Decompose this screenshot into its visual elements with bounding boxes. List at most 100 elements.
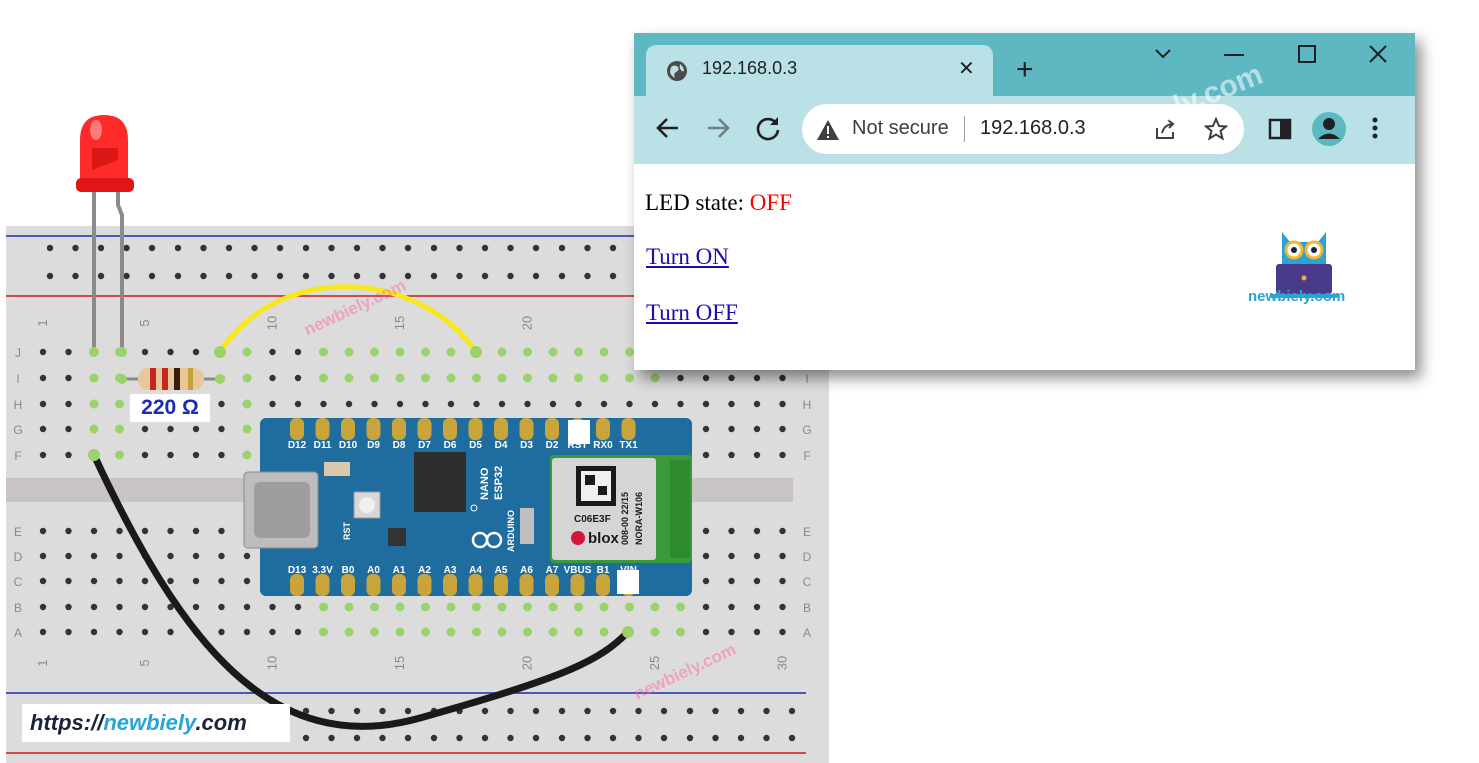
breadboard-hole (141, 425, 149, 433)
rail-hole (302, 272, 310, 280)
rail-hole (123, 272, 130, 280)
row-letter: C (14, 575, 23, 589)
rail-hole (251, 244, 258, 252)
breadboard-hole (574, 627, 583, 637)
breadboard-hole (39, 451, 47, 459)
breadboard-hole (242, 347, 252, 357)
breadboard-hole (167, 552, 174, 560)
profile-avatar-icon[interactable] (1312, 112, 1346, 146)
breadboard-hole (625, 602, 634, 612)
pin-label: D13 (288, 565, 307, 576)
rail-hole (328, 272, 335, 280)
header-pad (443, 418, 457, 440)
pin-label: 3.3V (312, 565, 333, 576)
breadboard-hole (90, 527, 98, 535)
rail-hole (353, 734, 361, 742)
row-letter: I (805, 372, 808, 386)
rail-hole (737, 707, 745, 715)
breadboard-hole (65, 527, 72, 535)
minimize-icon[interactable] (1224, 53, 1244, 57)
breadboard-hole (39, 400, 47, 408)
pin-label: RST (568, 440, 588, 451)
rail-hole (763, 734, 770, 742)
header-pad (545, 418, 559, 440)
warning-icon[interactable] (816, 119, 840, 141)
breadboard-hole (344, 347, 354, 357)
rail-hole (353, 244, 361, 252)
breadboard-hole (39, 577, 47, 585)
breadboard-hole (90, 552, 98, 560)
header-pad (392, 574, 406, 596)
breadboard-hole (89, 399, 99, 409)
rail-hole (430, 734, 438, 742)
kebab-menu-icon[interactable] (1371, 116, 1379, 140)
breadboard-hole (90, 603, 98, 611)
pin-label: D6 (444, 440, 457, 451)
rail-hole (532, 734, 540, 742)
row-letter: A (803, 626, 811, 640)
rail-hole (763, 707, 770, 715)
forward-arrow-icon[interactable] (704, 114, 732, 142)
pin-label: A6 (520, 565, 533, 576)
led-leg-dot (89, 347, 99, 357)
maximize-icon[interactable] (1298, 45, 1316, 63)
share-icon[interactable] (1154, 118, 1178, 140)
breadboard-hole (242, 450, 252, 460)
tab-title: 192.168.0.3 (702, 58, 798, 78)
tab-close-icon[interactable]: ✕ (958, 58, 975, 80)
wire-end-dot (470, 346, 482, 358)
row-letter: A (14, 626, 22, 640)
board-silkscreen-text: NANO (479, 467, 491, 500)
rail-hole (328, 244, 335, 252)
header-pad (341, 418, 355, 440)
breadboard-hole (319, 602, 328, 612)
column-number: 5 (137, 659, 152, 666)
address-bar[interactable]: Not secure 192.168.0.3 (802, 104, 1244, 154)
breadboard-hole (269, 628, 276, 636)
rail-hole (737, 734, 745, 742)
breadboard-hole (574, 602, 583, 612)
rst-button-label: RST (342, 521, 352, 540)
header-pad (366, 574, 381, 596)
breadboard-hole (319, 627, 328, 637)
turn-off-link[interactable]: Turn OFF (646, 300, 738, 325)
browser-tab[interactable]: 192.168.0.3 ✕ (646, 45, 993, 100)
tab-search-chevron-icon[interactable] (1154, 47, 1172, 61)
breadboard-hole (523, 347, 532, 357)
breadboard-hole (497, 627, 507, 637)
rail-hole (788, 707, 796, 715)
breadboard-hole (39, 527, 47, 535)
header-pad (494, 418, 508, 440)
side-panel-icon[interactable] (1268, 118, 1292, 140)
breadboard-hole (167, 577, 174, 585)
rail-hole (660, 734, 668, 742)
breadboard-hole (753, 400, 761, 408)
breadboard-hole (319, 373, 328, 383)
new-tab-button[interactable]: + (1016, 53, 1034, 86)
rail-hole (46, 272, 54, 280)
breadboard-hole (650, 627, 660, 637)
security-status-text[interactable]: Not secure (852, 117, 949, 139)
reload-icon[interactable] (754, 114, 782, 142)
turn-on-link[interactable]: Turn ON (646, 244, 729, 269)
breadboard-hole (548, 347, 558, 357)
rail-hole (584, 244, 591, 252)
breadboard-hole (625, 347, 634, 357)
column-number: 15 (392, 316, 407, 330)
address-url-text[interactable]: 192.168.0.3 (980, 117, 1086, 139)
resistor-value-label: 220 Ω (130, 394, 210, 422)
breadboard-hole (242, 424, 252, 434)
bookmark-star-icon[interactable] (1204, 117, 1228, 141)
rail-hole (200, 244, 207, 252)
breadboard-hole (294, 348, 302, 356)
breadboard-hole (269, 374, 276, 382)
breadboard-hole (192, 425, 200, 433)
window-close-icon[interactable] (1368, 44, 1388, 64)
row-letter: F (14, 449, 21, 463)
breadboard-hole (90, 628, 98, 636)
breadboard-hole (370, 347, 379, 357)
back-arrow-icon[interactable] (654, 114, 682, 142)
breadboard-hole (702, 374, 710, 382)
rail-hole (609, 707, 617, 715)
rail-hole (481, 244, 489, 252)
